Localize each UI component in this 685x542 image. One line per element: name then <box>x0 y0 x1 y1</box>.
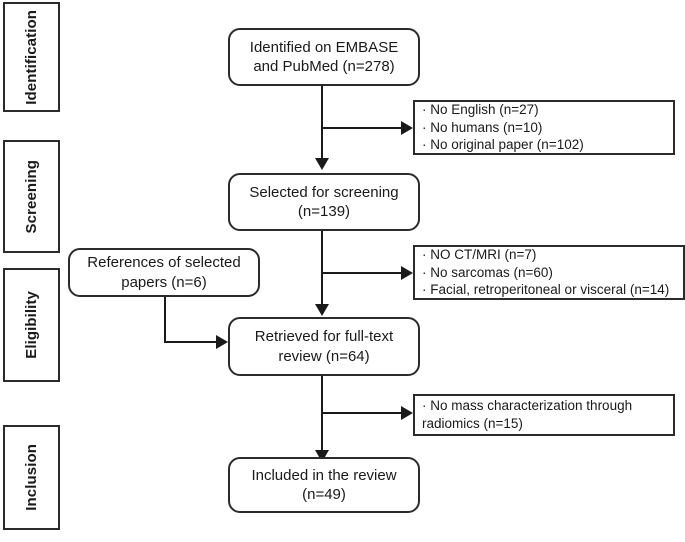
exclusion-3-line-1: · No mass characterization through radio… <box>422 398 633 431</box>
stage-box-inclusion: Inclusion <box>3 425 60 530</box>
connector-selected-to-retrieved <box>321 231 323 306</box>
exclusion-2-line-2: · No sarcomas (n=60) <box>422 264 553 280</box>
exclusion-box-3: · No mass characterization through radio… <box>413 394 675 436</box>
node-selected-for-screening-text: Selected for screening (n=139) <box>249 183 399 220</box>
exclusion-2-line-3: · Facial, retroperitoneal or visceral (n… <box>422 282 670 298</box>
stage-box-screening: Screening <box>3 140 60 253</box>
node-retrieved-for-full-text-review-text: Retrieved for full-text review (n=64) <box>254 328 394 365</box>
arrowhead-exclusion-2 <box>401 266 413 280</box>
connector-branch-exclusion-3 <box>321 412 405 414</box>
arrowhead-exclusion-3 <box>401 406 413 420</box>
exclusion-1-line-1: · No English (n=27) <box>422 101 539 117</box>
exclusion-box-1: · No English (n=27) · No humans (n=10) ·… <box>413 100 675 155</box>
connector-references-to-retrieved <box>164 341 220 343</box>
stage-box-identification: Identification <box>3 2 60 112</box>
node-included-in-the-review-text: Included in the review (n=49) <box>251 466 397 503</box>
stage-box-eligibility: Eligibility <box>3 268 60 382</box>
stage-label-inclusion: Inclusion <box>23 444 40 511</box>
node-identified-text: Identified on EMBASE and PubMed (n=278) <box>249 38 399 75</box>
arrowhead-retrieved <box>315 304 329 316</box>
connector-branch-exclusion-2 <box>321 272 405 274</box>
connector-references-down <box>164 297 166 343</box>
stage-label-identification: Identification <box>23 9 40 105</box>
connector-branch-exclusion-1 <box>321 127 405 129</box>
node-references-of-selected-papers: References of selected papers (n=6) <box>68 248 260 297</box>
connector-identified-to-selected <box>321 86 323 160</box>
node-retrieved-for-full-text-review: Retrieved for full-text review (n=64) <box>228 317 420 376</box>
stage-label-eligibility: Eligibility <box>23 291 40 359</box>
arrowhead-exclusion-1 <box>401 121 413 135</box>
exclusion-1-line-3: · No original paper (n=102) <box>422 137 584 153</box>
arrowhead-selected <box>315 158 329 170</box>
exclusion-1-line-2: · No humans (n=10) <box>422 119 543 135</box>
connector-retrieved-to-included <box>321 376 323 452</box>
node-selected-for-screening: Selected for screening (n=139) <box>228 173 420 231</box>
stage-label-screening: Screening <box>23 159 40 234</box>
node-included-in-the-review: Included in the review (n=49) <box>228 457 420 513</box>
node-references-of-selected-papers-text: References of selected papers (n=6) <box>87 254 241 291</box>
node-identified: Identified on EMBASE and PubMed (n=278) <box>228 28 420 86</box>
arrowhead-retrieved-from-references <box>216 335 228 349</box>
exclusion-2-line-1: · NO CT/MRI (n=7) <box>422 246 537 262</box>
exclusion-box-2: · NO CT/MRI (n=7) · No sarcomas (n=60) ·… <box>413 245 685 300</box>
